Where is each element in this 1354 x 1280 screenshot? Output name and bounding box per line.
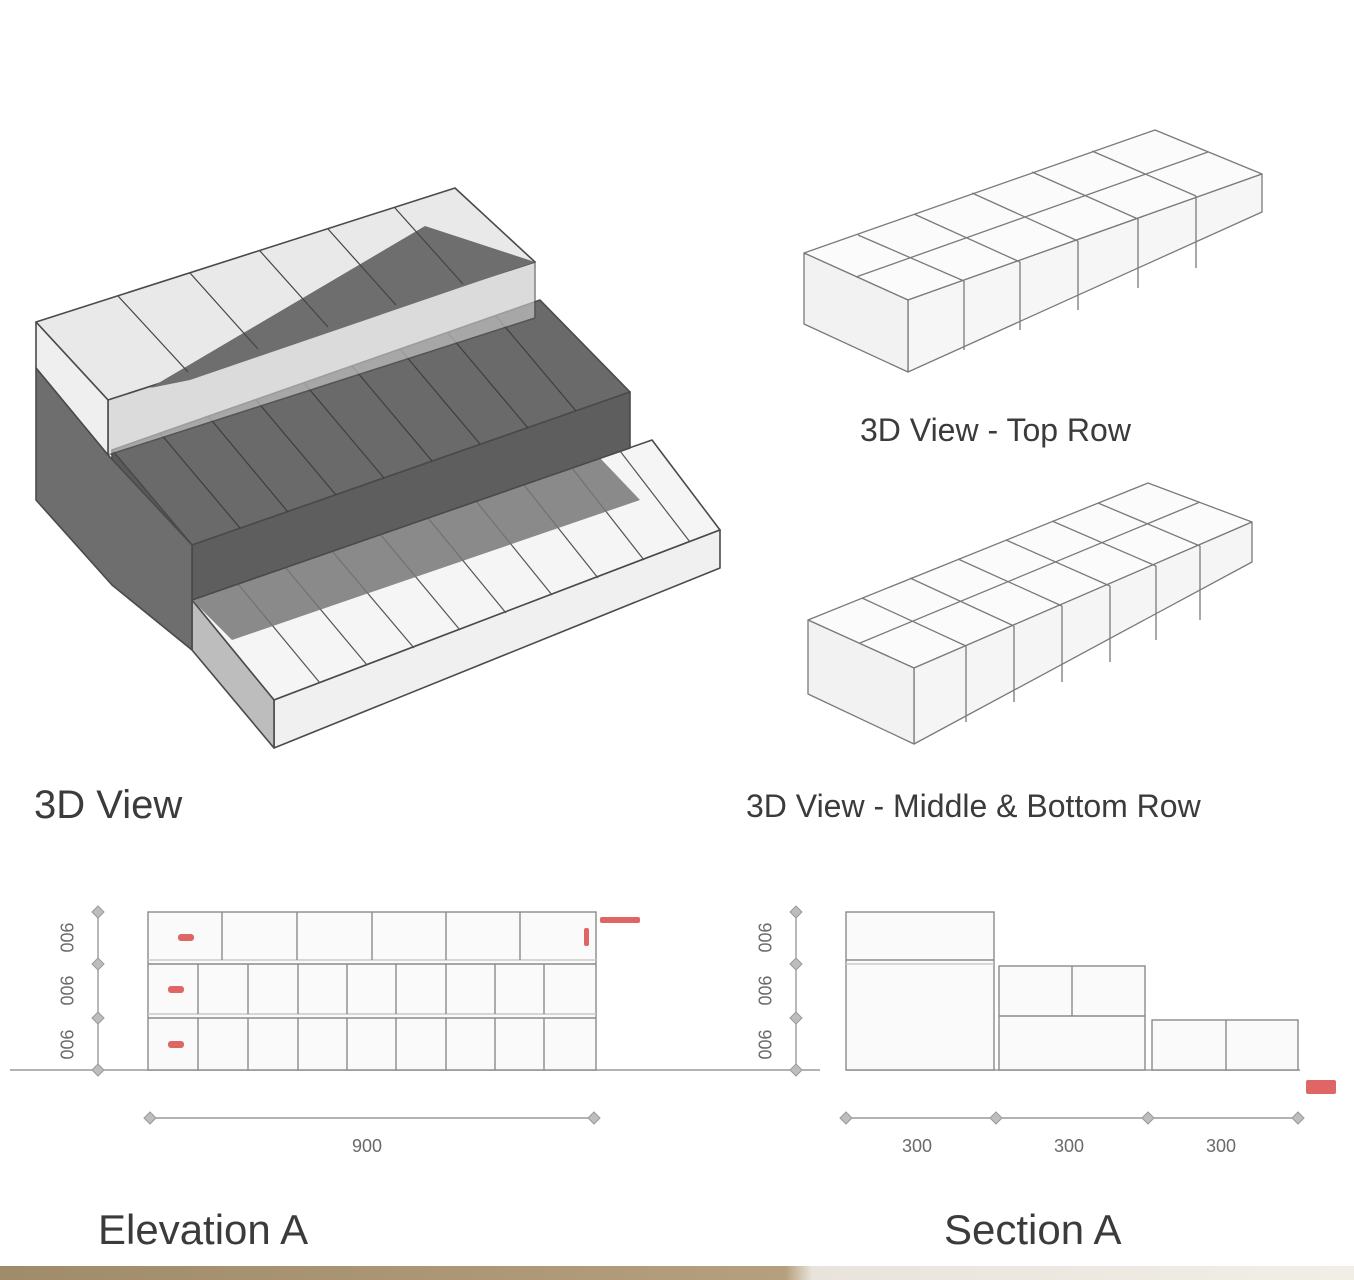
elevation-height-label-top: 900 — [56, 922, 77, 953]
section-marker — [1306, 1080, 1336, 1094]
section-height-label-bottom: 900 — [754, 1029, 775, 1060]
bottom-border-strip — [0, 1266, 1354, 1280]
elevation-markers — [168, 917, 640, 1048]
middle-bottom-row-caption: 3D View - Middle & Bottom Row — [746, 788, 1201, 824]
elevation-height-label-middle: 900 — [56, 975, 77, 1006]
section-height-label-top: 900 — [754, 922, 775, 953]
section-height-label-middle: 900 — [754, 975, 775, 1006]
section-a-drawing — [795, 911, 1300, 1119]
elevation-caption: Elevation A — [98, 1206, 309, 1253]
elevation-height-label-bottom: 900 — [56, 1029, 77, 1060]
main-3d-view — [35, 187, 721, 749]
section-caption: Section A — [944, 1206, 1122, 1253]
section-depth-label-1: 300 — [902, 1136, 933, 1156]
section-dimension-ticks — [789, 905, 1305, 1125]
section-depth-label-2: 300 — [1054, 1136, 1085, 1156]
top-row-3d — [803, 129, 1263, 373]
elevation-a-drawing — [10, 911, 820, 1119]
top-row-caption: 3D View - Top Row — [860, 412, 1131, 448]
elevation-dimension-ticks — [91, 905, 601, 1125]
section-depth-label-3: 300 — [1206, 1136, 1237, 1156]
elevation-width-label: 900 — [352, 1136, 383, 1156]
middle-bottom-row-3d — [807, 482, 1253, 745]
main-3d-caption: 3D View — [34, 783, 183, 827]
